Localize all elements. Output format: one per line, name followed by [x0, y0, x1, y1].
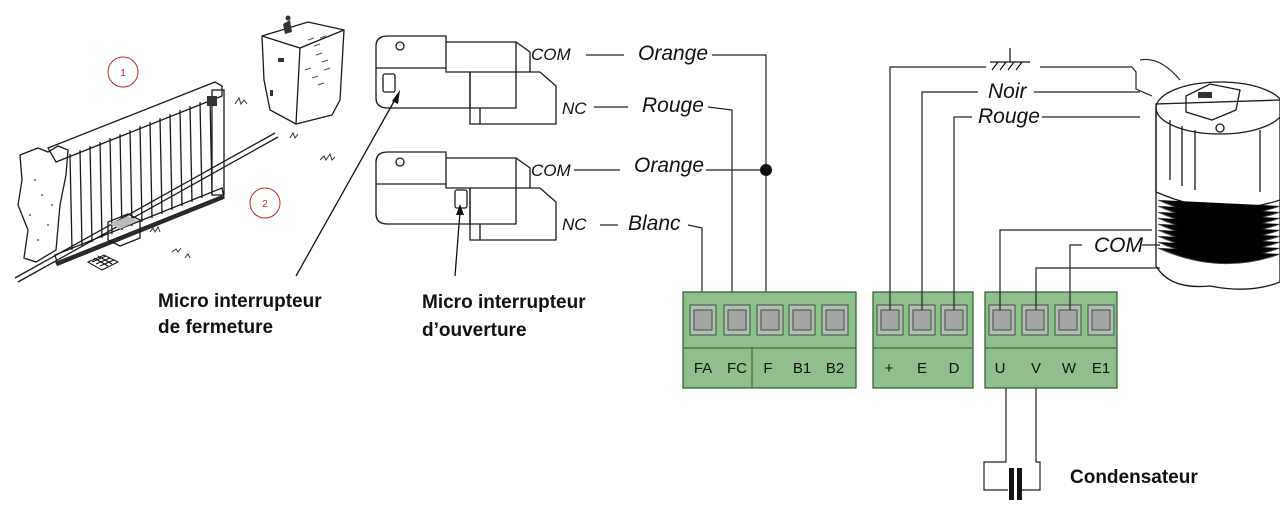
- svg-text:FC: FC: [727, 360, 747, 377]
- closing-micro-switch: [375, 35, 557, 125]
- closing-switch-caption-line2: de fermeture: [158, 317, 273, 338]
- terminal-d: D: [949, 360, 960, 377]
- com-wire-label: COM: [1094, 234, 1144, 257]
- capacitor-caption: Condensateur: [1070, 467, 1198, 488]
- pointer-arrows: [295, 90, 464, 277]
- ground-grille: [86, 254, 120, 271]
- top-nc-pin-label: NC: [562, 99, 587, 118]
- terminal-w: W: [1062, 360, 1077, 377]
- black-wire-label: Noir: [988, 80, 1028, 103]
- bottom-nc-pin-label: NC: [562, 215, 587, 234]
- terminal-screws: [689, 304, 1115, 336]
- svg-text:E1: E1: [1092, 360, 1110, 377]
- svg-text:2: 2: [262, 199, 268, 210]
- terminal-v: V: [1031, 360, 1041, 377]
- top-com-pin-label: COM: [531, 45, 572, 64]
- switch-wiring: [574, 54, 772, 310]
- svg-text:E: E: [917, 360, 927, 377]
- svg-text:B2: B2: [826, 360, 844, 377]
- svg-text:V: V: [1031, 360, 1041, 377]
- ground-symbol: [990, 48, 1030, 71]
- svg-text:F: F: [763, 360, 772, 377]
- opening-switch-caption-line1: Micro interrupteur: [422, 292, 586, 313]
- bottom-com-wire-label: Orange: [634, 154, 704, 177]
- opening-micro-switch: [375, 151, 557, 241]
- junction-dot: [760, 164, 772, 176]
- terminal-f: F: [763, 360, 772, 377]
- motor-illustration: [1139, 58, 1280, 290]
- capacitor-symbol: [983, 388, 1041, 500]
- svg-text:B1: B1: [793, 360, 811, 377]
- marker-2: 2: [249, 187, 281, 219]
- sliding-gate-illustration: [14, 15, 345, 283]
- svg-text:1: 1: [120, 68, 126, 79]
- terminal-u: U: [995, 360, 1006, 377]
- terminal-e1: E1: [1092, 360, 1110, 377]
- svg-text:W: W: [1062, 360, 1077, 377]
- terminal-b1: B1: [793, 360, 811, 377]
- opening-switch-caption-line2: d’ouverture: [422, 320, 527, 341]
- closing-switch-caption-line1: Micro interrupteur: [158, 291, 322, 312]
- terminal-b2: B2: [826, 360, 844, 377]
- terminal-e: E: [917, 360, 927, 377]
- svg-text:U: U: [995, 360, 1006, 377]
- svg-text:FA: FA: [694, 360, 712, 377]
- motor-power-wiring: [889, 48, 1160, 310]
- top-com-wire-label: Orange: [638, 42, 708, 65]
- bottom-com-pin-label: COM: [531, 161, 572, 180]
- terminal-fa: FA: [694, 360, 712, 377]
- bottom-nc-wire-label: Blanc: [628, 212, 681, 235]
- terminal-plus: +: [885, 360, 894, 377]
- terminal-fc: FC: [727, 360, 747, 377]
- svg-text:+: +: [885, 360, 894, 377]
- top-nc-wire-label: Rouge: [642, 94, 704, 117]
- red-wire-label: Rouge: [978, 105, 1040, 128]
- svg-text:D: D: [949, 360, 960, 377]
- marker-1: 1: [107, 56, 139, 88]
